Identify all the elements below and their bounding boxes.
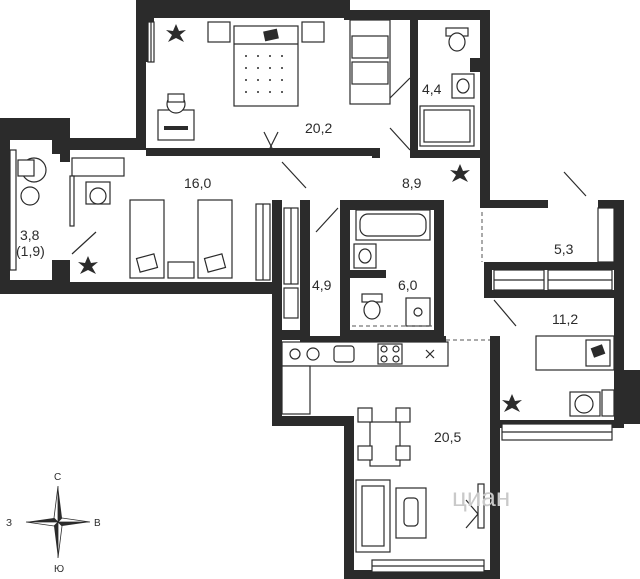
bathroom-small-fixtures (419, 27, 475, 147)
area-kids-room: 16,0 (184, 175, 211, 191)
area-balcony: 3,8 (20, 227, 40, 243)
doors (71, 77, 587, 341)
kitchen-living-furniture (281, 341, 485, 553)
area-storage: 5,3 (554, 241, 574, 257)
compass-west: З (6, 518, 12, 529)
area-bedroom: 20,2 (305, 120, 332, 136)
area-bedroom-2: 11,2 (552, 311, 578, 327)
watermark: циан (452, 482, 510, 512)
bathroom-fixtures (352, 209, 432, 327)
compass-north: С (54, 472, 61, 483)
plants (78, 24, 522, 412)
storage-shelves (493, 207, 615, 291)
compass-south: Ю (54, 564, 64, 575)
area-kitchen-living: 20,5 (434, 429, 461, 445)
area-bathroom-small: 4,4 (422, 81, 442, 97)
bedroom-2-furniture (535, 335, 615, 417)
balcony-furniture (17, 157, 47, 206)
area-hall: 8,9 (402, 175, 422, 191)
windows (9, 21, 613, 573)
area-labels: 20,2 4,4 3,8 (1,9) 16,0 8,9 4,9 6,0 5,3 … (16, 81, 578, 445)
kids-room-furniture (69, 157, 271, 281)
area-wardrobe: 4,9 (312, 277, 332, 293)
bedroom-furniture (157, 19, 391, 141)
area-bathroom: 6,0 (398, 277, 418, 293)
compass-east: В (94, 518, 101, 529)
area-balcony-sub: (1,9) (16, 243, 45, 259)
watermark-text: циан (452, 482, 510, 512)
compass-rose: С Ю З В (6, 472, 101, 575)
wardrobe-shelves (283, 207, 299, 319)
